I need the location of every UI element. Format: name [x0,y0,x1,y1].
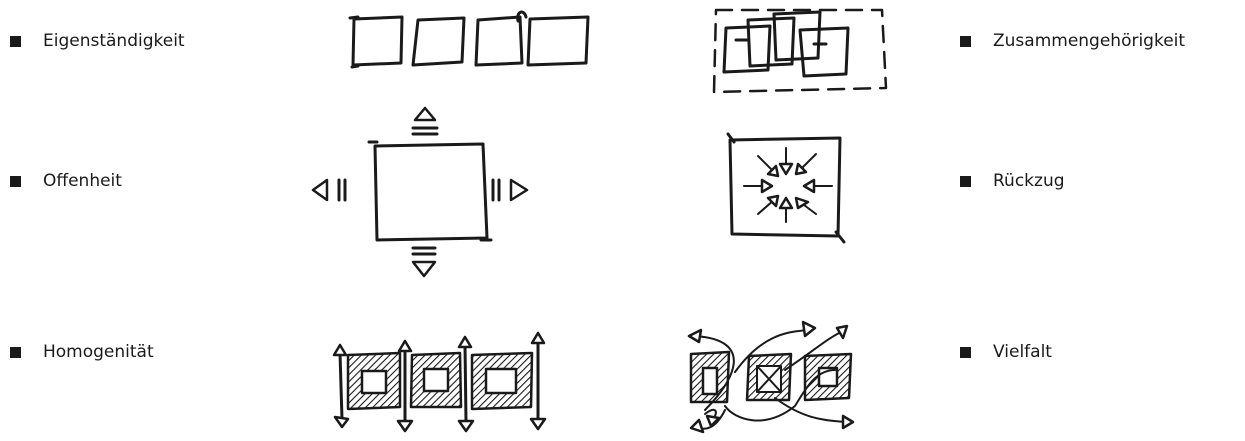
overlapping-squares-dashed-frame-icon [708,0,888,100]
square-bullet-icon [960,36,971,47]
diverse-blocks-with-curved-arrows-icon [665,310,880,441]
box-with-inward-arrows-icon [720,130,855,245]
square-bullet-icon [960,347,971,358]
four-separate-squares-icon [340,5,600,75]
square-bullet-icon [10,176,21,187]
list-item-vielfalt: Vielfalt [960,342,1052,362]
list-item-rueckzug: Rückzug [960,171,1065,191]
square-bullet-icon [10,36,21,47]
list-item-offenheit: Offenheit [10,171,122,191]
label-homogenitaet: Homogenität [43,342,154,362]
uniform-framed-blocks-icon [320,325,560,440]
list-item-zusammengehoerigkeit: Zusammengehörigkeit [960,31,1185,51]
list-item-homogenitaet: Homogenität [10,342,154,362]
box-with-outward-arrows-icon [305,100,545,285]
square-bullet-icon [960,176,971,187]
label-zusammengehoerigkeit: Zusammengehörigkeit [993,31,1185,51]
label-rueckzug: Rückzug [993,171,1065,191]
square-bullet-icon [10,347,21,358]
label-offenheit: Offenheit [43,171,122,191]
list-item-eigenstaendigkeit: Eigenständigkeit [10,31,185,51]
label-vielfalt: Vielfalt [993,342,1052,362]
label-eigenstaendigkeit: Eigenständigkeit [43,31,185,51]
